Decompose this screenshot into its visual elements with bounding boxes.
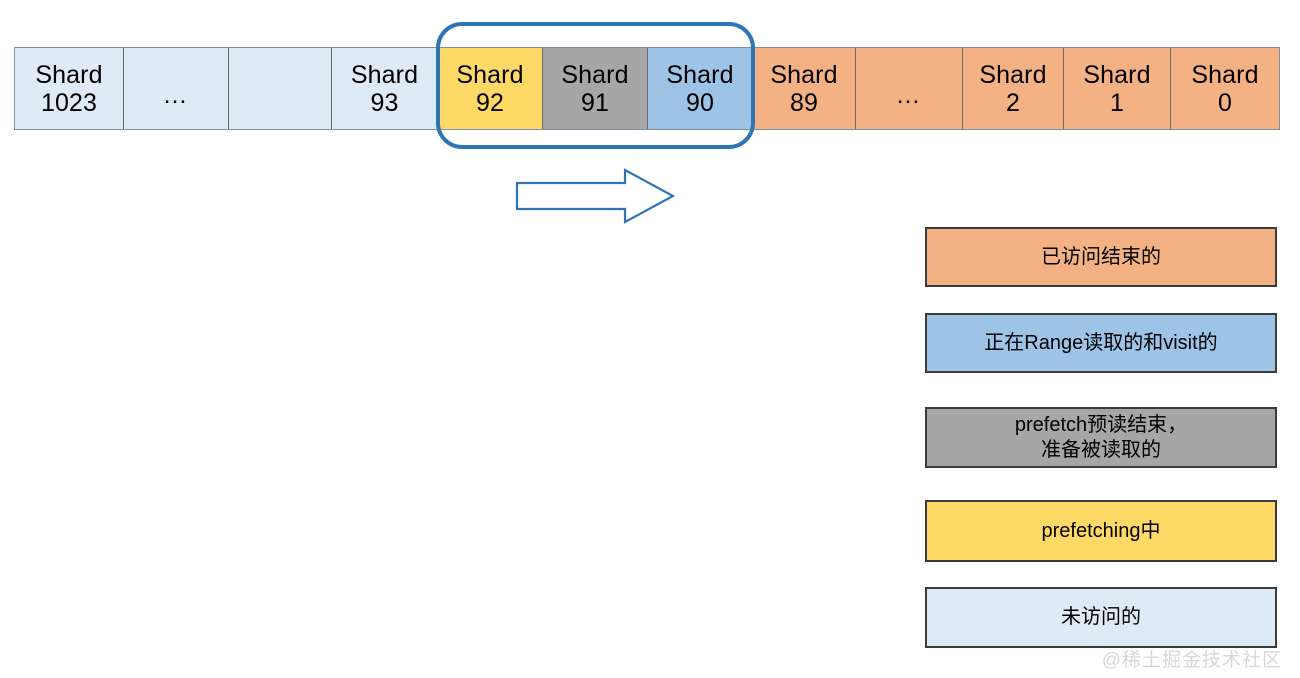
shard-label: Shard bbox=[1083, 60, 1151, 89]
shard-label: Shard bbox=[561, 60, 629, 89]
shard-cell: … bbox=[856, 48, 963, 129]
legend-item-label: 正在Range读取的和visit的 bbox=[984, 331, 1218, 354]
scan-direction-arrow bbox=[515, 168, 676, 224]
shard-cell: … bbox=[124, 48, 229, 129]
shard-number: 1023 bbox=[40, 88, 97, 117]
legend-item-label: prefetching中 bbox=[1041, 519, 1161, 542]
watermark: @稀土掘金技术社区 bbox=[1101, 650, 1282, 671]
shard-number: 1 bbox=[1109, 88, 1124, 117]
legend-item-label: 未访问的 bbox=[1061, 606, 1141, 628]
shard-number: 0 bbox=[1217, 88, 1232, 117]
shard-label: Shard bbox=[1191, 60, 1259, 89]
legend-item: 正在Range读取的和visit的 bbox=[925, 313, 1277, 373]
legend-item: prefetch预读结束， 准备被读取的 bbox=[925, 407, 1277, 468]
shard-number: 92 bbox=[475, 88, 504, 117]
legend-item-label: prefetch预读结束， 准备被读取的 bbox=[1014, 413, 1188, 461]
shard-label: Shard bbox=[350, 60, 419, 89]
arrow-shape bbox=[515, 168, 676, 224]
legend-item-label: 已访问结束的 bbox=[1041, 245, 1161, 268]
shard-number: 91 bbox=[580, 88, 609, 117]
shard-cell bbox=[229, 48, 332, 129]
shard-number: 2 bbox=[1005, 88, 1020, 117]
legend-item: prefetching中 bbox=[925, 500, 1277, 562]
shard-label: Shard bbox=[979, 60, 1047, 89]
shard-ellipsis: … bbox=[895, 80, 923, 109]
shard-ellipsis: … bbox=[162, 80, 190, 109]
legend-item: 已访问结束的 bbox=[925, 227, 1277, 287]
shard-label: Shard bbox=[35, 60, 103, 89]
shard-label: Shard bbox=[456, 60, 524, 89]
shard-number: 90 bbox=[685, 88, 714, 117]
shard-label: Shard bbox=[770, 60, 838, 89]
legend-item: 未访问的 bbox=[925, 587, 1277, 648]
shard-number: 89 bbox=[789, 88, 818, 117]
shard-label: Shard bbox=[666, 60, 734, 89]
shard-number: 93 bbox=[370, 88, 399, 117]
